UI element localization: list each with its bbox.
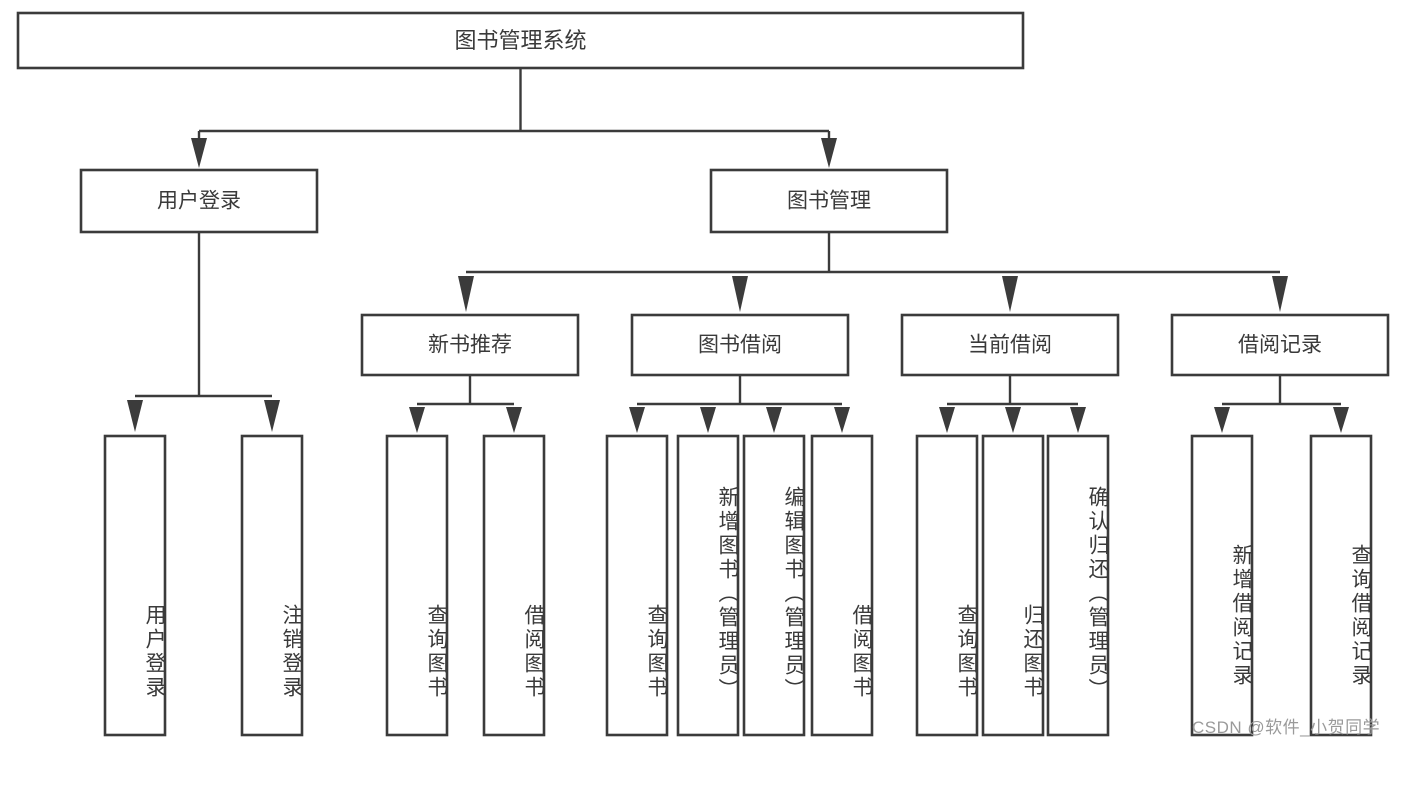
node-current-borrow[interactable]: 当前借阅 (900, 313, 1120, 377)
leaf-rect-query-book-2[interactable] (605, 434, 669, 737)
connector-group-current-borrow (939, 375, 1086, 433)
leaf-rect-query-book-1[interactable] (385, 434, 449, 737)
node-book-borrow-label: 图书借阅 (698, 334, 782, 357)
arrow-head-leaf-6 (700, 407, 716, 433)
leaf-rect-borrow-book-2[interactable] (810, 434, 874, 737)
leaf-rect-borrow-book-1[interactable] (482, 434, 546, 737)
leaf-rect-group (103, 434, 1373, 737)
arrow-head-l2-1 (458, 276, 474, 312)
arrow-head-leaf-13 (1333, 407, 1349, 433)
leaf-rect-confirm-return-admin[interactable] (1046, 434, 1110, 737)
leaf-rect-query-borrow-record[interactable] (1309, 434, 1373, 737)
connector-group-user-login (127, 232, 280, 432)
node-root-rect[interactable] (16, 11, 1025, 70)
node-root-label: 图书管理系统 (454, 28, 586, 53)
arrow-head-leaf-3 (409, 407, 425, 433)
leaf-rect-add-borrow-record[interactable] (1190, 434, 1254, 737)
node-current-borrow-rect[interactable] (900, 313, 1120, 377)
leaf-rect-return-book[interactable] (981, 434, 1045, 737)
node-new-book-recommend-rect[interactable] (360, 313, 580, 377)
arrow-head-leaf-9 (939, 407, 955, 433)
leaf-rect-logout[interactable] (240, 434, 304, 737)
arrow-head-leaf-5 (629, 407, 645, 433)
node-book-borrow[interactable]: 图书借阅 (630, 313, 850, 377)
node-borrow-record[interactable]: 借阅记录 (1170, 313, 1390, 377)
node-borrow-record-rect[interactable] (1170, 313, 1390, 377)
arrow-head-leaf-2 (264, 400, 280, 432)
csdn-watermark: CSDN @软件_小贺同学 (1192, 718, 1381, 737)
node-book-borrow-rect[interactable] (630, 313, 850, 377)
arrow-head-leaf-10 (1005, 407, 1021, 433)
node-user-login-label: 用户登录 (157, 190, 241, 213)
node-book-management-label: 图书管理 (787, 190, 871, 213)
diagram-canvas: 图书管理系统 用户登录 图书管理 新书推荐 图书借阅 当前借阅 借阅记录 (16, 11, 1390, 737)
arrow-head-l2-3 (1002, 276, 1018, 312)
arrow-head-bookmgmt (821, 138, 837, 168)
arrow-head-leaf-1 (127, 400, 143, 432)
arrow-head-l2-2 (732, 276, 748, 312)
connector-group-book-borrow (629, 375, 850, 433)
node-current-borrow-label: 当前借阅 (968, 334, 1052, 357)
node-new-book-recommend[interactable]: 新书推荐 (360, 313, 580, 377)
node-book-management-rect[interactable] (709, 168, 949, 234)
arrow-head-leaf-4 (506, 407, 522, 433)
leaf-rect-edit-book-admin[interactable] (742, 434, 806, 737)
arrow-head-leaf-8 (834, 407, 850, 433)
node-book-management[interactable]: 图书管理 (709, 168, 949, 234)
connector-group-book-mgmt (458, 232, 1288, 312)
leaf-rect-query-book-3[interactable] (915, 434, 979, 737)
node-user-login[interactable]: 用户登录 (79, 168, 319, 234)
leaf-rect-add-book-admin[interactable] (676, 434, 740, 737)
flowchart-svg: 图书管理系统 用户登录 图书管理 新书推荐 图书借阅 当前借阅 借阅记录 (16, 11, 1390, 737)
node-user-login-rect[interactable] (79, 168, 319, 234)
arrow-head-l2-4 (1272, 276, 1288, 312)
connector-group-borrow-record (1214, 375, 1349, 433)
node-borrow-record-label: 借阅记录 (1238, 334, 1322, 357)
leaf-rect-user-login[interactable] (103, 434, 167, 737)
connector-group-root (191, 68, 837, 168)
arrow-head-leaf-7 (766, 407, 782, 433)
arrow-head-login (191, 138, 207, 168)
node-root[interactable]: 图书管理系统 (16, 11, 1025, 70)
arrow-head-leaf-11 (1070, 407, 1086, 433)
arrow-head-leaf-12 (1214, 407, 1230, 433)
node-new-book-recommend-label: 新书推荐 (428, 334, 512, 357)
connector-group-new-book (409, 375, 522, 433)
